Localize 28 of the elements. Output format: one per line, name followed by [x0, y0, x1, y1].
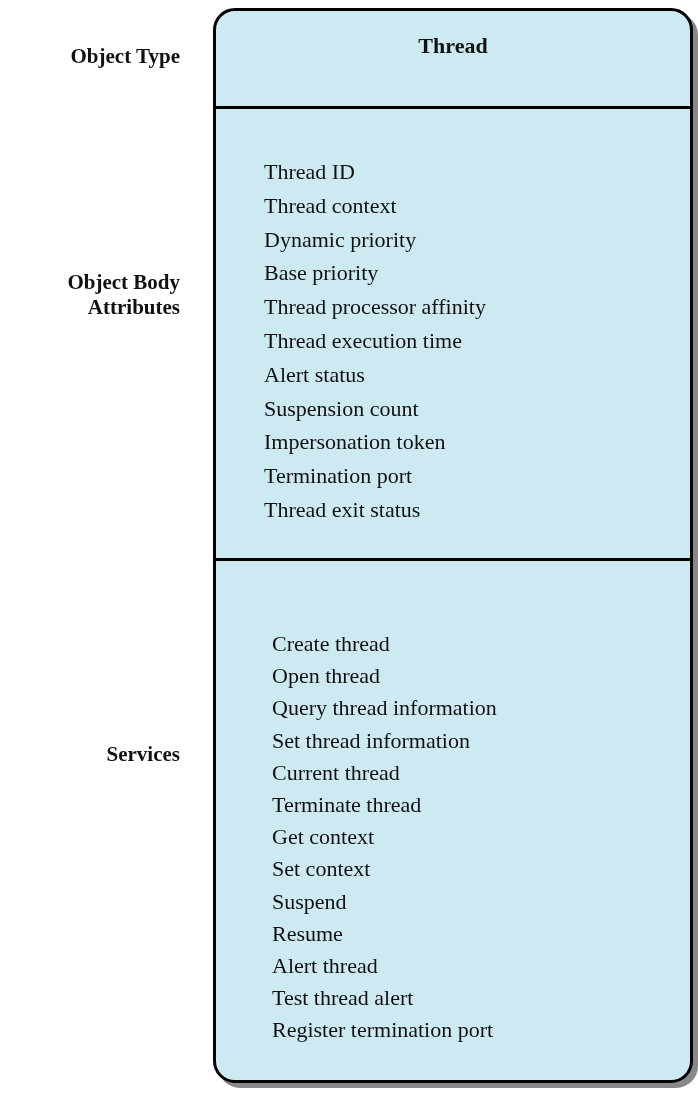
section-label: Services	[105, 742, 180, 767]
service-text: Query thread information	[272, 695, 497, 722]
title-text: Thread	[417, 33, 489, 59]
service-text: Set thread information	[272, 727, 470, 754]
attribute-text: Thread context	[264, 192, 397, 219]
section-label: Object Body Attributes	[66, 270, 180, 320]
attribute-text: Alert status	[264, 361, 365, 388]
service-text: Set context	[272, 856, 371, 883]
service-text: Register termination port	[272, 1017, 494, 1044]
attribute-text: Termination port	[264, 463, 413, 490]
attribute-text: Thread execution time	[264, 328, 462, 354]
service-text: Create thread	[272, 631, 390, 657]
attribute-text: Suspension count	[264, 395, 419, 422]
service-text: Resume	[272, 920, 343, 947]
attribute-text: Thread exit status	[264, 497, 421, 523]
attribute-text: Thread processor affinity	[264, 294, 486, 321]
service-text: Get context	[272, 824, 375, 851]
attribute-text: Base priority	[264, 260, 379, 287]
attribute-text: Dynamic priority	[264, 226, 417, 253]
service-text: Open thread	[272, 663, 381, 690]
service-text: Terminate thread	[272, 792, 422, 818]
attribute-text: Impersonation token	[264, 429, 446, 456]
attribute-text: Thread ID	[264, 159, 355, 185]
service-text: Test thread alert	[272, 985, 414, 1012]
service-text: Current thread	[272, 759, 400, 786]
service-text: Suspend	[272, 888, 347, 915]
service-text: Alert thread	[272, 953, 378, 979]
section-label: Object Type	[69, 44, 180, 69]
